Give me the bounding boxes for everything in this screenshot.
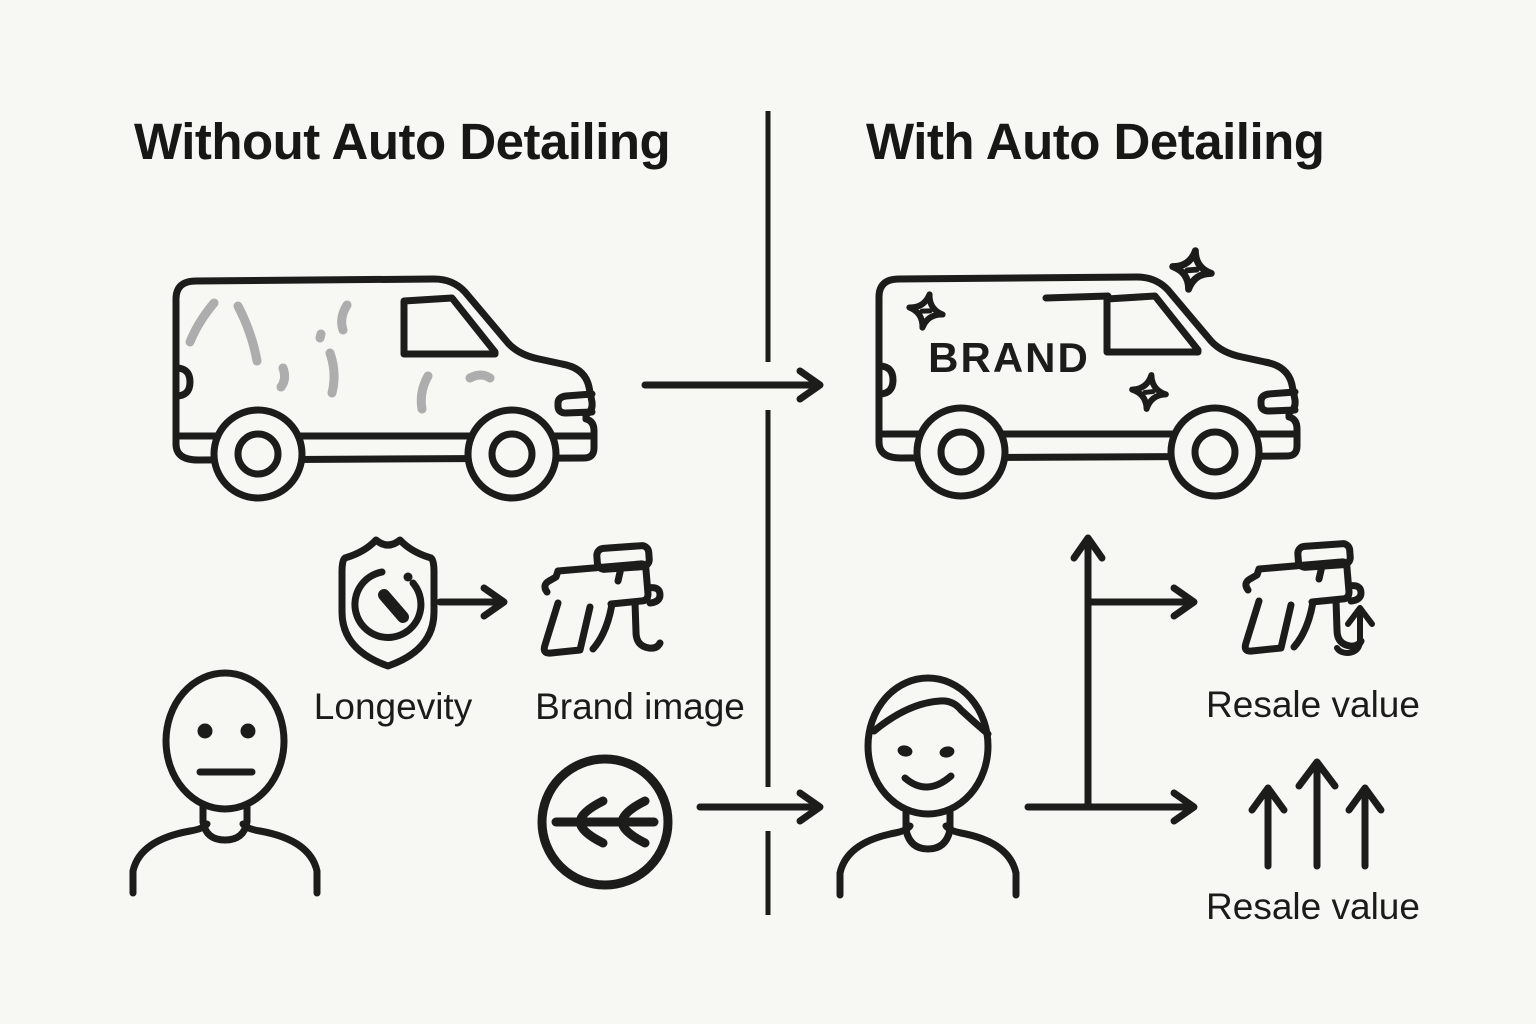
sparkle-icon — [906, 291, 946, 331]
clean-van-icon — [879, 247, 1297, 496]
sparkle-icon — [1169, 247, 1214, 292]
dirt-smudges — [185, 298, 495, 414]
happy-person-icon — [836, 674, 1020, 899]
left-panel-heading: Without Auto Detailing — [134, 113, 671, 170]
right-panel-heading: With Auto Detailing — [866, 113, 1325, 170]
dirty-van-icon — [176, 279, 594, 498]
van-transition-arrow — [641, 367, 824, 403]
spray-gun-icon — [544, 545, 660, 653]
sparkle-icon — [1130, 373, 1168, 411]
circle-to-person-arrow — [696, 789, 824, 825]
resale-value-top-label: Resale value — [1206, 684, 1420, 725]
brand-image-label: Brand image — [535, 686, 745, 727]
van-brand-text: BRAND — [928, 334, 1090, 381]
longevity-label: Longevity — [313, 686, 473, 727]
longevity-to-brand-arrow — [436, 584, 508, 620]
triple-up-arrows-icon — [1248, 758, 1385, 870]
rewind-circle-icon — [537, 754, 673, 890]
shield-gauge-icon — [338, 536, 438, 670]
benefit-branch-arrows — [1024, 534, 1198, 825]
resale-value-bottom-label: Resale value — [1206, 886, 1420, 927]
neutral-person-icon — [129, 669, 321, 897]
spray-gun-increase-icon — [1245, 543, 1375, 656]
